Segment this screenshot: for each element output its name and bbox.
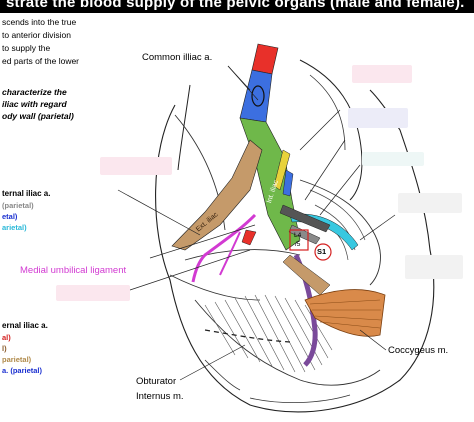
question-line-3: ody wall (parietal) [2, 111, 74, 121]
internal-iliac-heading: ernal iliac a. [2, 321, 48, 330]
title-bar: strate the blood supply of the pelvic or… [0, 0, 474, 13]
external-item-3: arietal) [2, 223, 27, 232]
external-item-1: (parietal) [2, 201, 34, 210]
answer-mask-right-3[interactable] [362, 152, 424, 166]
answer-mask-right-1[interactable] [352, 65, 412, 83]
intro-line-1: scends into the true [2, 17, 77, 27]
external-iliac-heading: ternal iliac a. [2, 189, 51, 198]
answer-mask-right-4[interactable] [398, 193, 462, 213]
answer-mask-left-2[interactable] [56, 285, 130, 301]
internal-item-3: parietal) [2, 355, 32, 364]
answer-mask-left-1[interactable] [100, 157, 172, 175]
s1-label: S1 [317, 247, 327, 256]
l5-label: /5 [295, 241, 301, 248]
external-item-2: etal) [2, 212, 18, 221]
question-line-1: characterize the [2, 87, 67, 97]
intro-line-2: to anterior division [2, 30, 71, 40]
question-line-2: iliac with regard [2, 99, 67, 109]
common-iliac-blue-segment [239, 69, 273, 123]
external-iliac-trunk [171, 139, 263, 251]
internal-item-4: a. (parietal) [2, 366, 43, 375]
intro-line-4: ed parts of the lower [2, 56, 80, 66]
internal-item-1: al) [2, 333, 11, 342]
answer-mask-right-2[interactable] [348, 108, 408, 128]
coccygeus-label: Coccygeus m. [388, 345, 449, 356]
l4-l5-box [289, 229, 309, 251]
common-iliac-red-segment [251, 43, 279, 75]
common-iliac-label: Common illiac a. [142, 52, 213, 63]
obturator-hatching [204, 294, 333, 373]
medial-umbilical-label: Medial umbilical ligament [20, 265, 127, 276]
answer-mask-right-5[interactable] [405, 255, 463, 279]
obturator-label-line-2: Internus m. [136, 391, 184, 402]
intro-line-3: to supply the [2, 43, 51, 53]
obturator-label-line-1: Obturator [136, 376, 177, 387]
medial-umbilical-ligament [191, 213, 257, 283]
s1-circle [314, 243, 332, 261]
internal-item-2: l) [2, 344, 7, 353]
l4-label: L4 [294, 232, 302, 239]
page-title: strate the blood supply of the pelvic or… [6, 0, 465, 11]
pelvis-outline [155, 89, 435, 413]
leader-lines [117, 65, 396, 381]
coccygeus-muscle [304, 289, 386, 337]
